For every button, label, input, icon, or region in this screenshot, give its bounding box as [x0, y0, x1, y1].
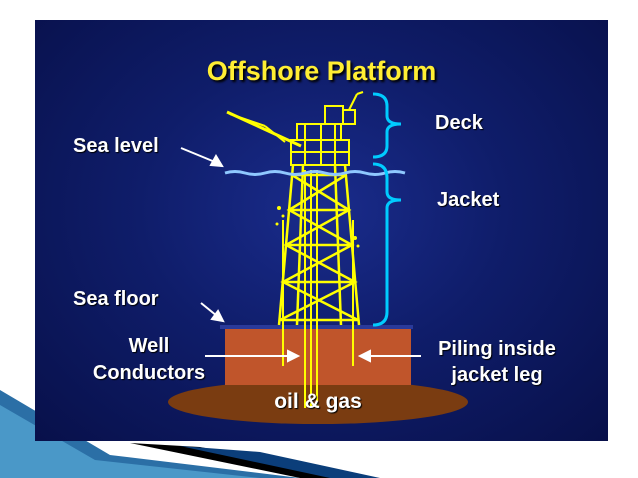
- arrows: [180, 147, 421, 363]
- deck-bracket: [372, 92, 402, 159]
- sea-level-label: Sea level: [73, 135, 159, 157]
- sea-level-line: [224, 170, 406, 176]
- piling-label-line2: jacket leg: [451, 364, 543, 386]
- piling-label-line1: Piling inside: [438, 338, 556, 360]
- jacket-label: Jacket: [437, 189, 500, 211]
- sea-floor-label: Sea floor: [73, 288, 159, 310]
- oil-gas-label: oil & gas: [274, 390, 362, 413]
- jacket-structure: [277, 164, 361, 326]
- platform-diagram: [168, 91, 468, 424]
- deck-label: Deck: [435, 112, 483, 134]
- jacket-bracket: [372, 162, 402, 327]
- well-conductors-label-line2: Conductors: [92, 362, 206, 384]
- bubbles: [275, 206, 360, 248]
- deck-structure: [226, 91, 364, 166]
- well-conductors-label-line1: Well: [128, 335, 170, 357]
- slide-panel: Offshore Platform Deck Jacket Sea level …: [35, 20, 608, 441]
- page-title: Offshore Platform: [206, 56, 437, 86]
